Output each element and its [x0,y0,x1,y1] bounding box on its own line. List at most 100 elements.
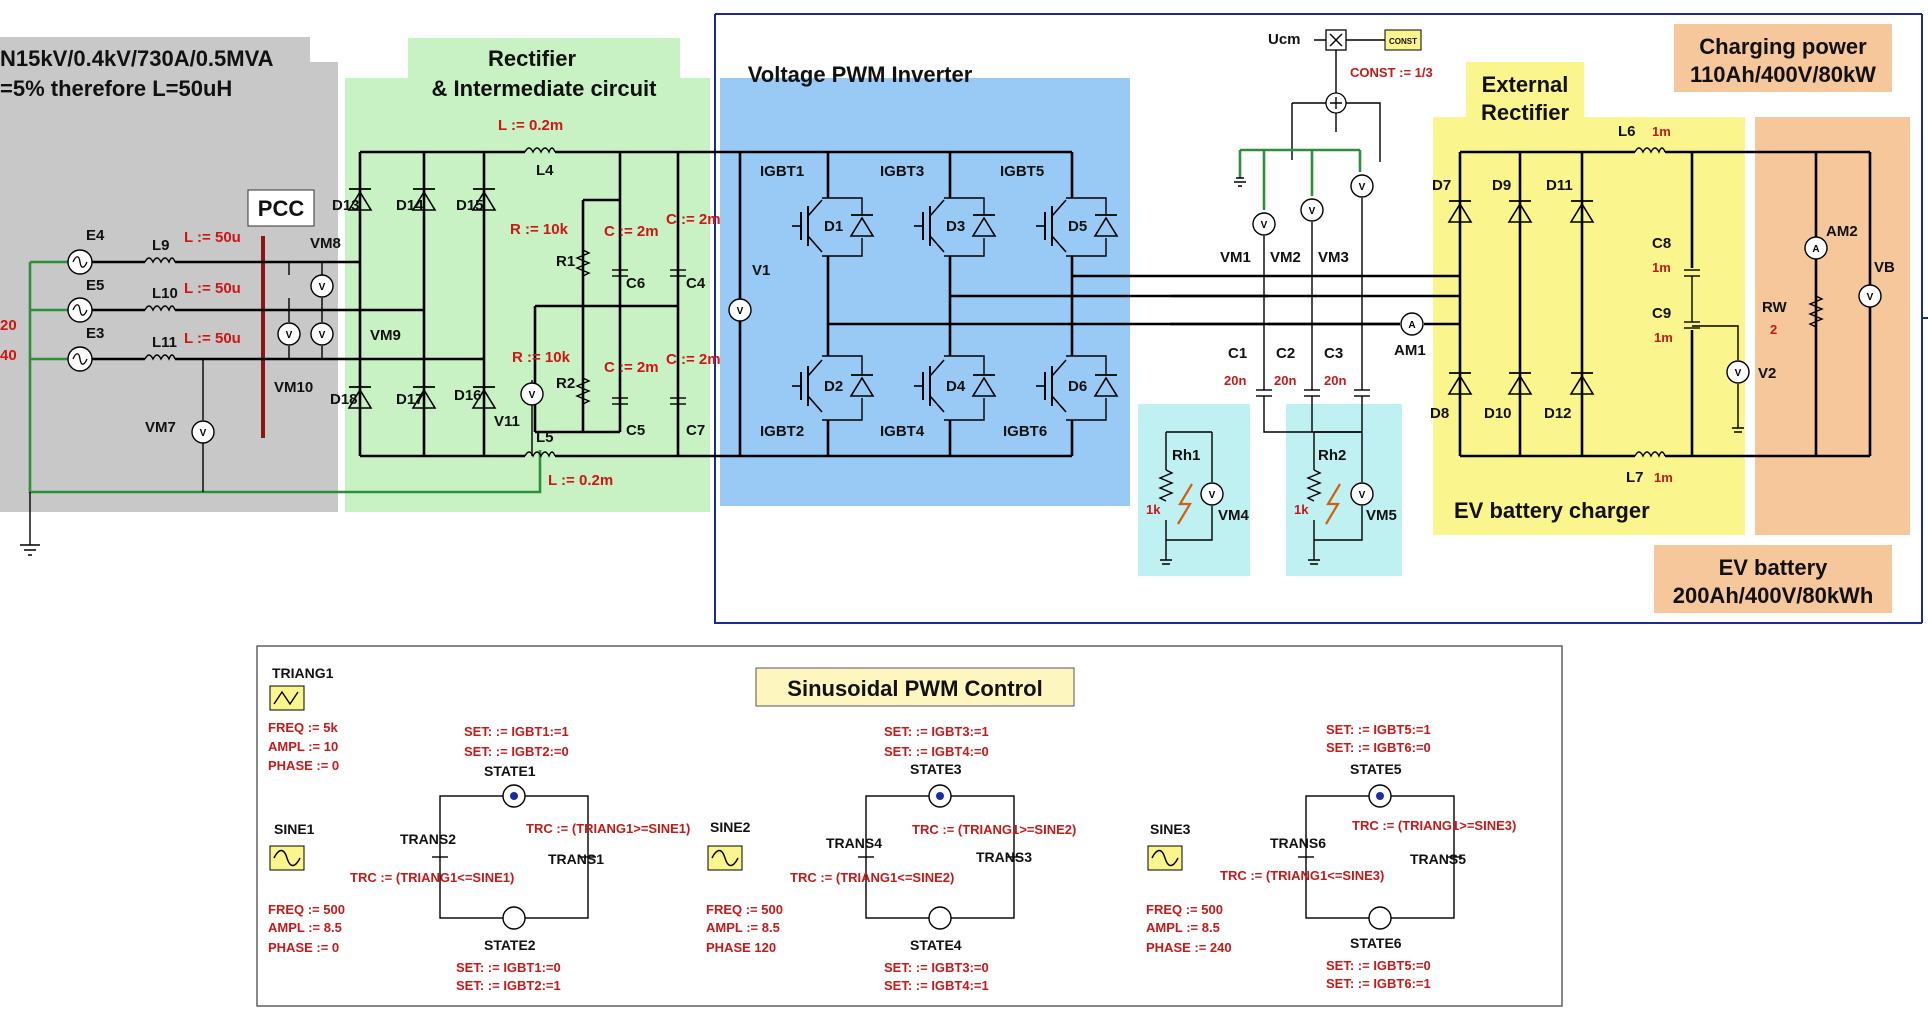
inductor-label: L10 [152,285,178,302]
pcc-label: PCC [258,196,305,221]
state-label: STATE5 [1350,761,1402,777]
diode-label: D8 [1430,405,1449,422]
sine-param: FREQ := 500 [706,902,783,917]
igbt-label: IGBT4 [880,423,925,440]
igbt-label: IGBT2 [760,423,804,440]
lightning-icon [1177,483,1193,525]
r1-label: R1 [556,253,575,270]
c-label: C1 [1228,345,1247,362]
c9-label: C9 [1652,305,1671,322]
c5-label: C5 [626,422,645,439]
diode-label: D18 [330,391,358,408]
state-machine-2 [858,784,1022,930]
state-set: SET: := IGBT1:=1 [464,724,569,739]
r1-value: R := 10k [510,221,569,238]
ac-source-icon [67,249,93,275]
sine-param: AMPL := 8.5 [268,920,342,935]
c8-label: C8 [1652,235,1671,252]
grid-edge-num-1: 20 [0,317,17,334]
igbt-label: IGBT6 [1003,423,1047,440]
diode-label: D11 [1546,177,1573,194]
diode-label: D17 [396,391,424,408]
c-value: 20n [1274,373,1296,388]
state-machine-1 [432,784,596,930]
rh-value: 1k [1294,502,1309,517]
diode-label: D9 [1492,177,1511,194]
igbt-label: IGBT1 [760,163,804,180]
grid-title-line1: N15kV/0.4kV/730A/0.5MVA [0,46,274,71]
trc-expression: TRC := (TRIANG1>=SINE2) [912,822,1076,837]
battery-caption-line1: EV battery [1719,555,1829,580]
state-set: SET: := IGBT4:=1 [884,978,989,993]
trans-label: TRANS2 [400,831,456,847]
triangle-wave-icon [269,685,305,711]
charger-title-line1: External [1482,72,1569,97]
meter-label: VM9 [370,327,401,344]
diode-label: D15 [456,197,484,214]
diode-label: D13 [332,197,360,214]
state-set: SET: := IGBT3:=0 [884,960,989,975]
diode-label: D3 [946,218,965,235]
battery-caption-line2: 200Ah/400V/80kWh [1673,583,1874,608]
state-label: STATE1 [484,763,536,779]
inductor-label: L9 [152,237,170,254]
state-set: SET: := IGBT2:=0 [464,744,569,759]
control-title-box [755,667,1075,707]
ammeter-icon [1804,236,1828,260]
l7-label: L7 [1626,469,1644,486]
l6-label: L6 [1618,123,1636,140]
sine-param: PHASE := 240 [1146,940,1232,955]
vm4-label: VM4 [1218,507,1250,524]
rectifier-title-line1: Rectifier [488,46,576,71]
c9-value: 1m [1654,330,1673,345]
r2-label: R2 [556,375,575,392]
vm-label: VM3 [1318,249,1349,266]
control-title: Sinusoidal PWM Control [787,676,1042,701]
diode-label: D14 [396,197,424,214]
sine-wave-icon [1147,845,1183,871]
rectifier-region [345,78,710,512]
inductor-label: L11 [152,334,177,351]
ac-source-icon [67,297,93,323]
v1-label: V1 [752,262,770,279]
l5-label: L5 [536,429,554,446]
pcc-box [247,189,315,227]
ammeter-icon [1400,312,1424,336]
trc-expression: TRC := (TRIANG1>=SINE3) [1352,818,1516,833]
vm5-label: VM5 [1366,507,1397,524]
sine-param: AMPL := 8.5 [706,920,780,935]
state-machine-3 [1298,784,1462,930]
voltmeter-icon [728,298,752,322]
state-set: SET: := IGBT6:=0 [1326,740,1431,755]
diode-label: D7 [1432,177,1451,194]
vm-label: VM1 [1220,249,1251,266]
sine-label: SINE3 [1150,821,1191,837]
diode-label: D10 [1484,405,1512,422]
sine-label: SINE1 [274,821,315,837]
sine-param: FREQ := 500 [1146,902,1223,917]
ucm-label: Ucm [1268,31,1301,48]
vb-label: VB [1874,259,1895,276]
inverter-title: Voltage PWM Inverter [748,62,973,87]
rh-value: 1k [1146,502,1161,517]
triang-param: AMPL := 10 [268,739,338,754]
trc-expression: TRC := (TRIANG1>=SINE1) [526,821,690,836]
diode-label: D12 [1544,405,1572,422]
ac-source-icon [67,346,93,372]
trans-label: TRANS6 [1270,835,1326,851]
voltmeter-icon [191,420,215,444]
trans-label: TRANS1 [548,851,604,867]
battery-title-line1: Charging power [1699,34,1867,59]
c8-value: 1m [1652,260,1671,275]
diode-label: D4 [946,378,966,395]
c-label: C2 [1276,345,1295,362]
battery-caption-region [1654,545,1892,613]
trc-expression: TRC := (TRIANG1<=SINE3) [1220,868,1384,883]
c-value: C := 2m [666,351,721,368]
grid-title-region [0,37,310,83]
state-label: STATE3 [910,761,962,777]
c-value: C := 2m [604,223,659,240]
meter-label: VM7 [145,419,176,436]
state-label: STATE4 [910,937,962,953]
am1-label: AM1 [1394,342,1426,359]
